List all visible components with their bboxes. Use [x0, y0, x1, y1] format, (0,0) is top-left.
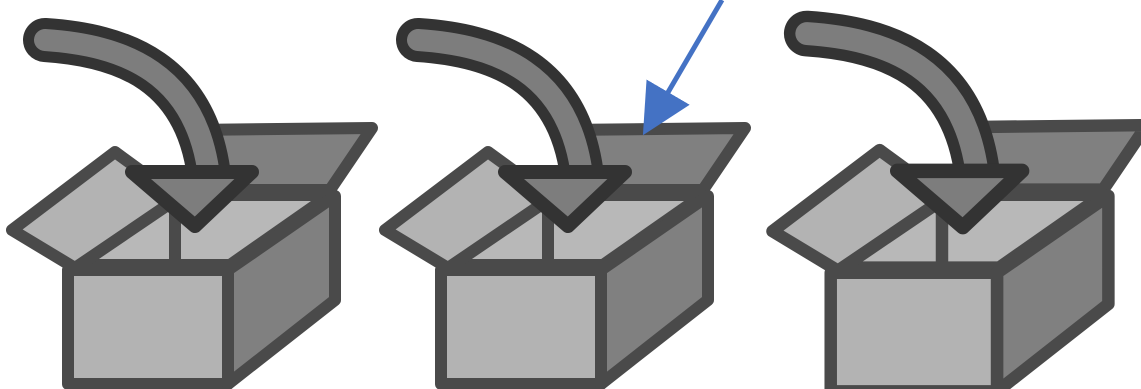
box-with-arrow-3 — [772, 34, 1141, 389]
box-front-face — [68, 270, 228, 384]
box-with-arrow-1 — [12, 40, 372, 384]
box-with-arrow-2 — [385, 40, 745, 384]
box-front-face — [441, 270, 601, 384]
blue-pointer-arrow — [653, 0, 722, 118]
box-front-face — [831, 273, 997, 389]
